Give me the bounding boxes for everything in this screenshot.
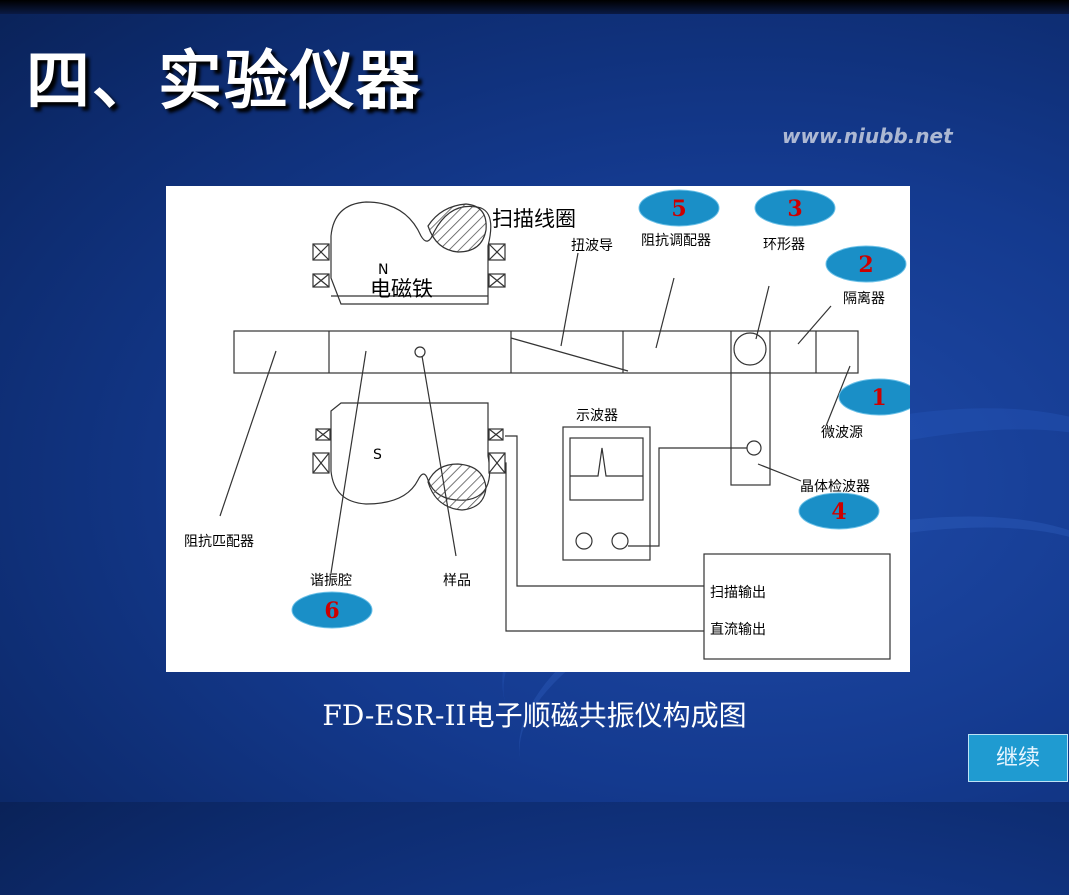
label-south-pole: S: [373, 447, 382, 463]
label-crystal-detector: 晶体检波器: [800, 479, 870, 495]
label-sample: 样品: [443, 573, 471, 589]
label-north-pole: N: [378, 262, 388, 278]
wire-detector-to-scope: [628, 447, 747, 547]
leader-microwave-source: [825, 365, 851, 427]
label-circulator: 环形器: [763, 237, 805, 253]
badge-5-number: 5: [671, 196, 686, 222]
sample-dot: [414, 346, 426, 358]
label-oscilloscope: 示波器: [576, 408, 618, 424]
label-resonant-cavity: 谐振腔: [310, 573, 352, 589]
badge-2-number: 2: [858, 252, 873, 278]
leader-impedance-tuner: [655, 277, 675, 349]
leader-impedance-matcher: [219, 350, 277, 517]
leader-detector: [757, 463, 802, 482]
oscilloscope-trace: [570, 447, 643, 477]
slide-title: 四、实验仪器: [26, 45, 422, 119]
diagram-caption: FD-ESR-II电子顺磁共振仪构成图: [322, 699, 747, 732]
detector-dot: [746, 440, 762, 456]
twist-waveguide-diagonal: [510, 337, 629, 372]
badge-6-number: 6: [324, 598, 339, 624]
oscilloscope-screen: [569, 437, 644, 501]
leader-twist: [560, 252, 579, 347]
label-impedance-tuner: 阻抗调配器: [641, 233, 711, 249]
label-isolator: 隔离器: [843, 290, 885, 307]
label-scan-output: 扫描输出: [710, 585, 766, 601]
output-box: [703, 553, 891, 660]
leader-sample: [421, 355, 457, 557]
circulator-circle: [733, 332, 767, 366]
badge-2: 2: [825, 245, 907, 283]
top-bar: [0, 0, 1069, 14]
badge-6: 6: [291, 591, 373, 629]
magnet-upper-lobe: [427, 203, 487, 253]
oscilloscope-knob-1: [575, 532, 593, 550]
label-impedance-matcher: 阻抗匹配器: [184, 534, 254, 550]
label-dc-output: 直流输出: [710, 621, 766, 638]
leader-resonant-cavity: [330, 350, 367, 574]
label-magnet: 电磁铁: [370, 277, 433, 301]
detector-branch: [730, 372, 771, 486]
magnet-lower-lobe: [427, 463, 487, 511]
wire-coil-to-dc-output: [505, 462, 704, 632]
oscilloscope-knob-2: [611, 532, 629, 550]
label-scan-coil: 扫描线圈: [492, 207, 576, 231]
label-twist-waveguide: 扭波导: [571, 238, 613, 254]
badge-5: 5: [638, 189, 720, 227]
badge-3: 3: [754, 189, 836, 227]
badge-4: 4: [798, 492, 880, 530]
badge-4-number: 4: [831, 499, 846, 525]
esr-diagram: 扫描线圈 N 电磁铁 扭波导 阻抗调配器 环形器 隔离器 微波源 晶体检波器 示…: [184, 189, 910, 660]
wire-coil-to-scan-output: [505, 435, 704, 587]
continue-button[interactable]: 继续: [968, 734, 1068, 782]
badge-1-number: 1: [871, 385, 886, 411]
label-microwave-source: 微波源: [821, 425, 863, 441]
leader-circulator: [755, 285, 770, 340]
badge-3-number: 3: [787, 196, 802, 222]
watermark: www.niubb.net: [782, 124, 953, 148]
badge-1: 1: [838, 378, 910, 416]
leader-isolator: [797, 305, 832, 345]
diagram-panel: 扫描线圈 N 电磁铁 扭波导 阻抗调配器 环形器 隔离器 微波源 晶体检波器 示…: [166, 186, 910, 672]
